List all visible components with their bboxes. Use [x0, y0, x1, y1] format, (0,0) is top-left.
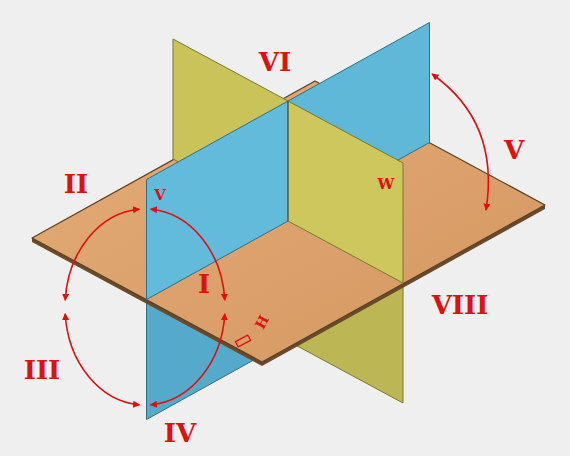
octant-number: VIII [432, 292, 489, 318]
v-plane-upper-front [147, 101, 289, 300]
plane-name: V [154, 188, 166, 203]
plane-intersection [288, 101, 289, 221]
arc-arrow [65, 209, 139, 300]
h-plane [32, 81, 545, 362]
octant-number: VI [259, 49, 291, 75]
arc-arrow [151, 314, 225, 405]
octant-number: II [64, 171, 88, 197]
octant-number: IV [164, 420, 196, 446]
octant-number: III [24, 357, 61, 383]
planes [32, 23, 545, 420]
octant-arrows [65, 74, 488, 405]
plane-name: W [378, 177, 395, 192]
w-plane-upper-front [288, 101, 403, 283]
octant-number: V [504, 137, 524, 163]
arc-arrow [432, 74, 488, 210]
octant-number: I [198, 271, 210, 297]
arc-arrow [65, 314, 139, 405]
arc-arrow [151, 209, 225, 300]
right-angle-mark [235, 335, 250, 347]
